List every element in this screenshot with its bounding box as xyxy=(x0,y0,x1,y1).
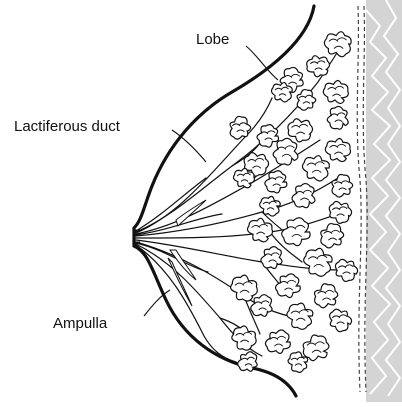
lobule xyxy=(231,275,258,301)
ampulla xyxy=(168,258,192,306)
lobule xyxy=(325,138,350,161)
lobule xyxy=(230,116,251,139)
lobule xyxy=(248,218,273,241)
ampulla-swellings xyxy=(168,200,206,306)
duct-branch xyxy=(136,245,236,362)
lobule xyxy=(297,90,316,111)
lobule xyxy=(257,125,279,148)
lobule xyxy=(324,32,351,57)
chest-wall xyxy=(357,0,402,402)
lobule xyxy=(287,303,313,329)
fascia-line xyxy=(357,6,361,392)
lobule xyxy=(315,284,338,308)
lobule xyxy=(265,330,290,353)
lobule xyxy=(232,326,256,350)
lobule xyxy=(323,80,348,103)
duct-leader-line xyxy=(172,130,206,162)
lobule xyxy=(329,201,351,223)
lobule xyxy=(261,247,282,269)
lobule xyxy=(273,138,298,165)
lobe-label: Lobe xyxy=(196,31,229,48)
lobule xyxy=(332,174,353,197)
lobule xyxy=(321,224,344,248)
lobule xyxy=(265,171,287,193)
lobule xyxy=(330,309,352,331)
lobule xyxy=(302,156,329,181)
duct-label: Lactiferous duct xyxy=(14,118,121,135)
lobule xyxy=(282,218,310,246)
ampulla-label: Ampulla xyxy=(53,315,108,332)
lobule xyxy=(303,335,329,361)
lobule xyxy=(292,184,315,208)
lobule xyxy=(307,56,330,77)
lobule xyxy=(276,274,301,298)
lobule xyxy=(288,119,313,142)
lobule xyxy=(335,259,357,281)
lobule xyxy=(251,295,272,317)
lobule xyxy=(327,106,348,129)
lobule xyxy=(304,248,332,276)
